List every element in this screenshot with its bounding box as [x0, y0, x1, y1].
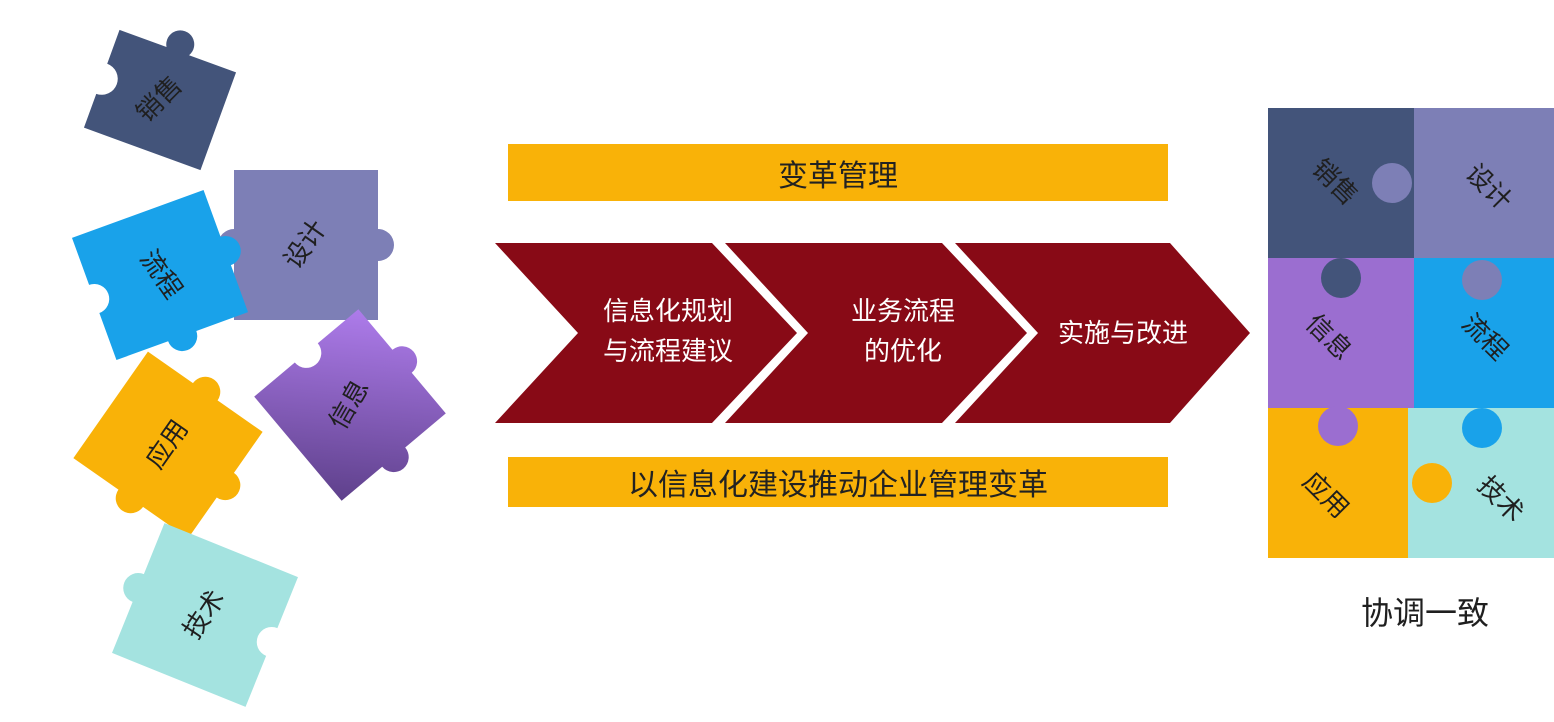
- stage-1-line1: 信息化规划: [603, 297, 733, 327]
- stage-3-arrow: 实施与改进: [955, 243, 1250, 423]
- piece-tech: 技术: [112, 523, 298, 707]
- stage-1-line2: 与流程建议: [603, 337, 733, 367]
- tile-design: [1414, 108, 1554, 258]
- bottom-band: 以信息化建设推动企业管理变革: [508, 457, 1168, 507]
- piece-application: 应用: [73, 351, 263, 539]
- knob-info-into-process: [1374, 310, 1414, 350]
- knob-info-into-application: [1318, 406, 1358, 446]
- top-band: 变革管理: [508, 144, 1168, 201]
- knob-process-into-tech: [1462, 408, 1502, 448]
- knob-sales-into-info: [1321, 258, 1361, 298]
- stage-3-line1: 实施与改进: [1058, 319, 1188, 349]
- knob-design-into-sales: [1372, 163, 1412, 203]
- piece-sales: 销售: [83, 29, 237, 171]
- stage-arrows: 信息化规划 与流程建议 业务流程 的优化 实施与改进: [495, 243, 1250, 423]
- assembled-puzzle: 销售 设计 信息 流程 应用 技术: [1268, 108, 1554, 558]
- top-band-label: 变革管理: [778, 158, 898, 194]
- caption: 协调一致: [1360, 594, 1489, 632]
- stage-2-arrow: 业务流程 的优化: [725, 243, 1027, 423]
- stage-1-arrow: 信息化规划 与流程建议: [495, 243, 797, 423]
- bottom-band-label: 以信息化建设推动企业管理变革: [628, 468, 1048, 503]
- stage-2-line2: 的优化: [864, 337, 942, 367]
- piece-process: 流程: [71, 189, 249, 361]
- stage-2-line1: 业务流程: [851, 297, 955, 327]
- knob-design-into-process: [1462, 260, 1502, 300]
- knob-application-into-tech: [1412, 463, 1452, 503]
- piece-info: 信息: [254, 309, 446, 501]
- scattered-pieces: 销售 设计 流程 应用 信息 技术: [71, 29, 446, 707]
- piece-design: 设计: [218, 170, 394, 320]
